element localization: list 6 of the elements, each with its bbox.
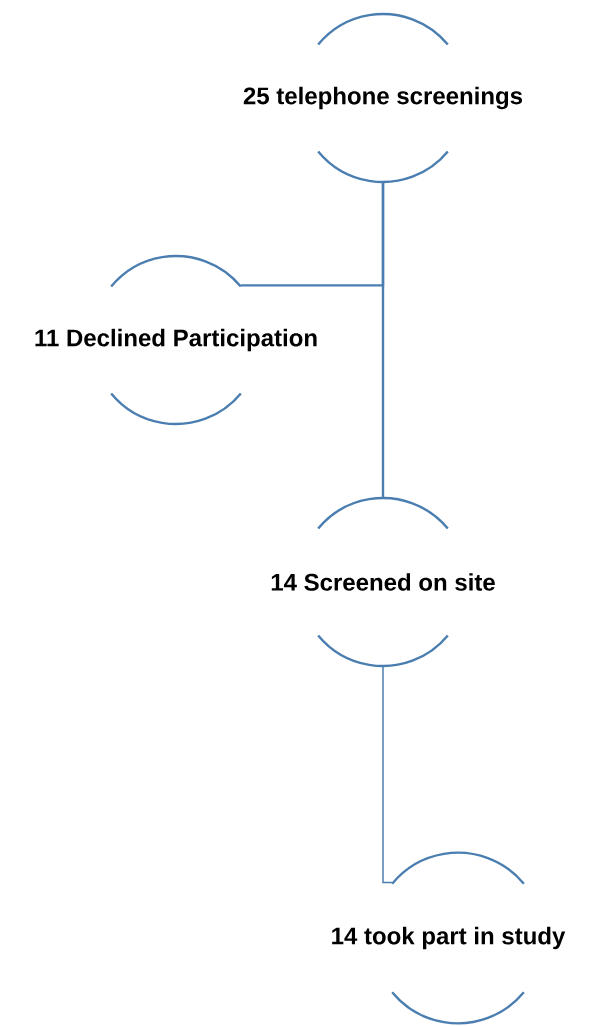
circle-node: 14 Screened on site <box>271 496 495 668</box>
circle-node: 25 telephone screenings <box>243 12 523 184</box>
circle-node: 14 took part in study <box>332 851 566 1025</box>
connector-line <box>381 182 385 498</box>
circle-node: 11 Declined Participation <box>35 254 317 426</box>
connector-line <box>382 666 393 884</box>
